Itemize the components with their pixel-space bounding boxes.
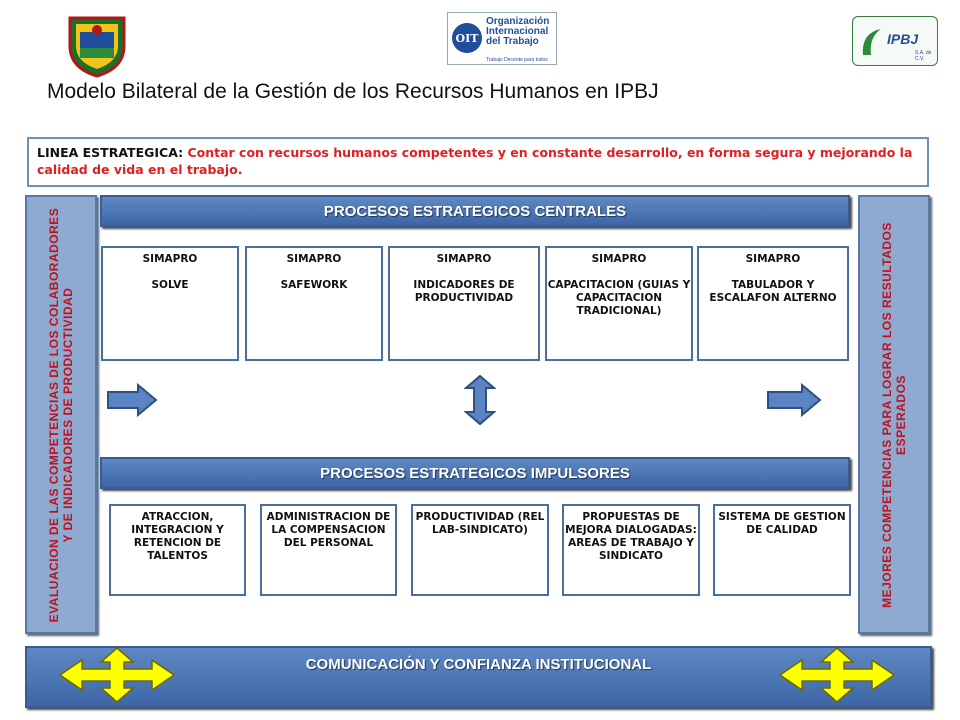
ipbj-wordmark: IPBJ: [887, 31, 919, 47]
right-arrow-icon: [767, 383, 822, 417]
ipbj-swoosh-icon: [862, 29, 881, 55]
central-box-solve: SIMAPRO SOLVE: [101, 246, 239, 361]
communication-trust-label: COMUNICACIÓN Y CONFIANZA INSTITUCIONAL: [305, 656, 652, 673]
strategic-line-box: LINEA ESTRATEGICA: Contar con recursos h…: [27, 137, 929, 187]
oit-globe-icon: OIT: [452, 23, 482, 53]
driver-processes-header: PROCESOS ESTRATEGICOS IMPULSORES: [100, 457, 850, 489]
driver-box-productividad: PRODUCTIVIDAD (REL LAB-SINDICATO): [411, 504, 549, 596]
ipbj-subtitle: S.A. de C.V.: [915, 50, 932, 62]
strategic-line-text: Contar con recursos humanos competentes …: [37, 145, 913, 177]
driver-box-propuestas: PROPUESTAS DE MEJORA DIALOGADAS: AREAS D…: [562, 504, 700, 596]
institution-shield-logo: [66, 12, 128, 78]
four-way-arrow-icon: [58, 647, 176, 703]
oit-name: Organización Internacional del Trabajo: [486, 16, 550, 47]
four-way-arrow-icon: [778, 647, 896, 703]
up-down-arrow-icon: [464, 374, 496, 426]
page-title: Modelo Bilateral de la Gestión de los Re…: [47, 80, 659, 103]
communication-trust-bar: COMUNICACIÓN Y CONFIANZA INSTITUCIONAL: [25, 646, 932, 708]
right-panel-text: MEJORES COMPETENCIAS PARA LOGRAR LOS RES…: [880, 221, 908, 608]
oit-tagline: Trabajo Decente para todos: [486, 57, 548, 63]
ipbj-logo: IPBJ S.A. de C.V.: [852, 16, 938, 66]
right-results-panel: MEJORES COMPETENCIAS PARA LOGRAR LOS RES…: [858, 195, 930, 634]
driver-box-atraccion: ATRACCION, INTEGRACION Y RETENCION DE TA…: [109, 504, 246, 596]
oit-logo: OIT Organización Internacional del Traba…: [447, 12, 557, 65]
central-box-safework: SIMAPRO SAFEWORK: [245, 246, 383, 361]
central-processes-header: PROCESOS ESTRATEGICOS CENTRALES: [100, 195, 850, 227]
central-box-capacitacion: SIMAPRO CAPACITACION (GUIAS Y CAPACITACI…: [545, 246, 693, 361]
driver-box-calidad: SISTEMA DE GESTION DE CALIDAD: [713, 504, 851, 596]
right-arrow-icon: [107, 383, 158, 417]
central-box-indicadores: SIMAPRO INDICADORES DE PRODUCTIVIDAD: [388, 246, 540, 361]
left-evaluation-panel: EVALUACION DE LAS COMPETENCIAS DE LOS CO…: [25, 195, 97, 634]
left-panel-text: EVALUACION DE LAS COMPETENCIAS DE LOS CO…: [47, 207, 75, 622]
central-box-tabulador: SIMAPRO TABULADOR Y ESCALAFON ALTERNO: [697, 246, 849, 361]
strategic-line-label: LINEA ESTRATEGICA:: [37, 145, 184, 160]
driver-box-compensacion: ADMINISTRACION DE LA COMPENSACION DEL PE…: [260, 504, 397, 596]
